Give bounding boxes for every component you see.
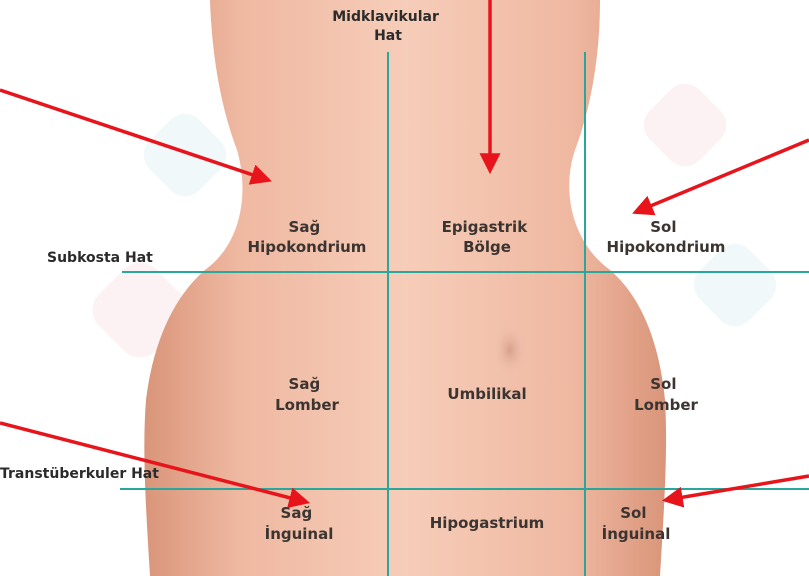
navel xyxy=(492,322,528,378)
subcostal-label: Subkosta Hat xyxy=(47,250,153,266)
region-left-hypochondrium: Sol Hipokondrium xyxy=(607,218,726,256)
midclavicular-label-line2: Hat xyxy=(374,28,402,44)
transtubercular-label: Transtüberkuler Hat xyxy=(0,466,159,482)
midclavicular-label-line1: Midklavikular xyxy=(332,9,439,25)
region-hypogastrium: Hipogastrium xyxy=(430,514,545,532)
region-umbilical: Umbilikal xyxy=(447,385,526,403)
